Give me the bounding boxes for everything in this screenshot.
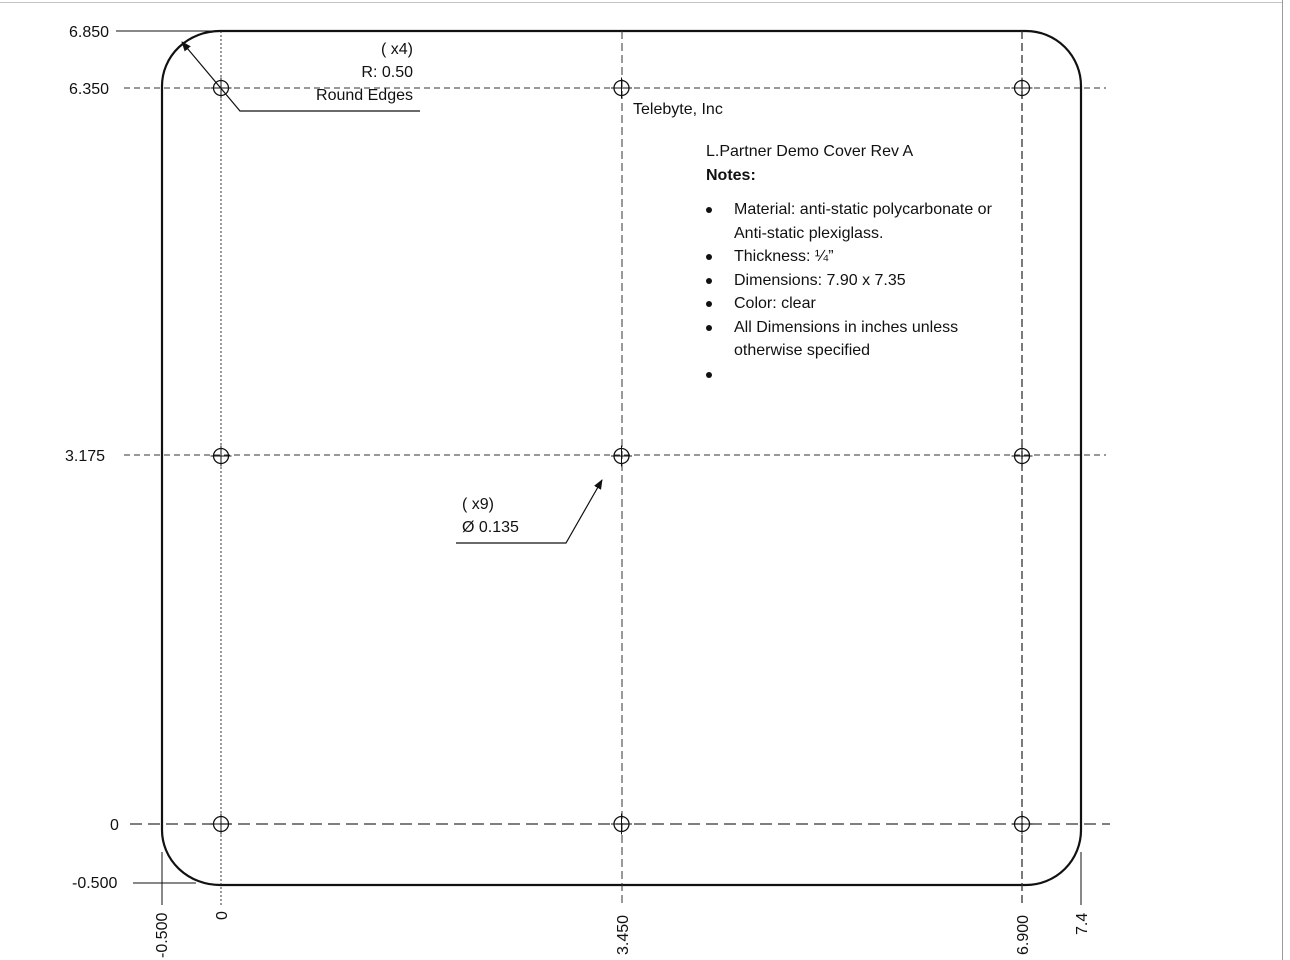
mounting-hole-3 <box>1011 77 1033 99</box>
hole-leader-line <box>456 479 603 544</box>
page-edge-right <box>1282 0 1283 960</box>
notes-item-empty <box>706 363 1006 386</box>
mounting-holes <box>210 77 1033 835</box>
notes-heading: Notes: <box>706 166 756 184</box>
vertical-centerlines <box>220 31 1023 905</box>
dim-y-6850: 6.850 <box>69 24 109 41</box>
corner-radius-callout: ( x4) R: 0.50 Round Edges <box>181 41 420 112</box>
notes-item-units: All Dimensions in inches unless otherwis… <box>706 316 1006 363</box>
hole-diameter-callout: ( x9) Ø 0.135 <box>456 479 603 544</box>
dim-y-3175: 3.175 <box>65 448 105 465</box>
dim-x-0: 0 <box>214 911 231 920</box>
notes-item-dimensions: Dimensions: 7.90 x 7.35 <box>706 269 1006 293</box>
corner-label: Round Edges <box>316 87 413 104</box>
mounting-hole-6 <box>1011 445 1033 467</box>
mounting-hole-5 <box>611 445 632 467</box>
mounting-hole-7 <box>210 813 232 835</box>
dim-x-neg0500: -0.500 <box>154 913 171 958</box>
dim-y-0: 0 <box>110 817 119 834</box>
corner-count: ( x4) <box>381 41 413 58</box>
cover-outline <box>160 29 1083 887</box>
extension-lines <box>116 30 1082 905</box>
page-edge-top <box>0 2 1283 3</box>
corner-radius: R: 0.50 <box>361 64 413 81</box>
dim-y-neg0500: -0.500 <box>72 875 117 892</box>
dim-x-6900: 6.900 <box>1015 915 1032 955</box>
notes-block: L.Partner Demo Cover Rev A Notes: Materi… <box>706 140 1006 386</box>
notes-title: L.Partner Demo Cover Rev A <box>706 143 914 160</box>
company-name: Telebyte, Inc <box>633 101 723 118</box>
mounting-hole-9 <box>1011 813 1033 835</box>
mounting-hole-4 <box>210 445 232 467</box>
hole-count: ( x9) <box>462 496 494 513</box>
corner-leader-line <box>181 41 420 112</box>
dim-x-74: 7.4 <box>1074 913 1091 935</box>
mounting-hole-2 <box>611 77 632 99</box>
dim-x-3450: 3.450 <box>615 915 632 955</box>
notes-item-color: Color: clear <box>706 292 1006 316</box>
notes-item-thickness: Thickness: ¼” <box>706 245 1006 269</box>
notes-list: Material: anti-static polycarbonate or A… <box>706 198 1006 386</box>
notes-item-material: Material: anti-static polycarbonate or A… <box>706 198 1006 245</box>
dim-y-6350: 6.350 <box>69 81 109 98</box>
mounting-hole-8 <box>611 813 632 835</box>
hole-diameter: Ø 0.135 <box>462 519 519 536</box>
